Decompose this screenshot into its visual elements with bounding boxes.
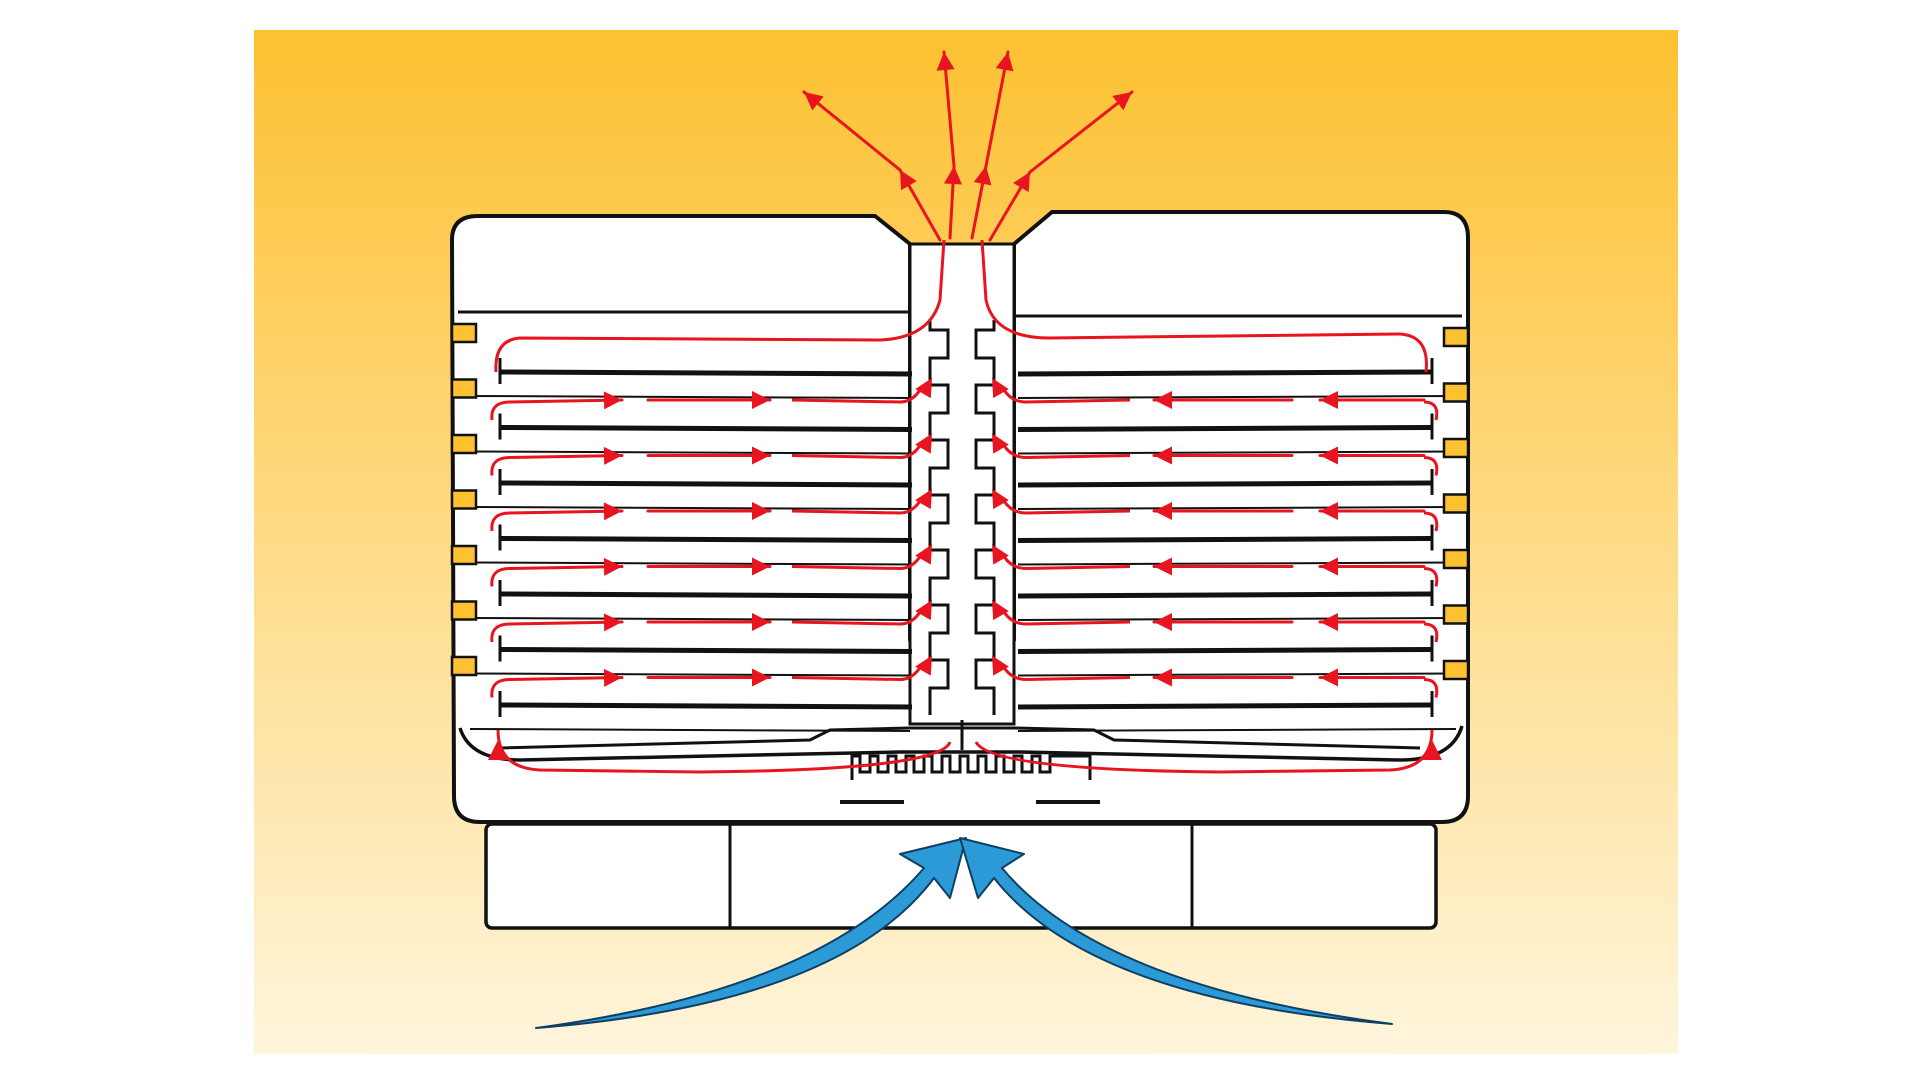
vent-slot-left	[450, 489, 478, 510]
red-airflow-arrow-icon	[752, 668, 770, 687]
red-airflow-arrow-icon	[900, 170, 917, 191]
airflow-line	[508, 454, 624, 459]
red-airflow-arrow-icon	[992, 600, 1009, 621]
red-airflow-arrow-icon	[992, 544, 1009, 565]
fin-right-7	[1017, 702, 1433, 710]
vent-slot-left	[450, 433, 478, 455]
vent-slot-right	[1442, 326, 1470, 348]
fin-left-1	[499, 369, 913, 377]
bottom-tray	[458, 725, 1464, 762]
red-airflow-arrow-icon	[915, 433, 932, 454]
red-airflow-arrow-icon	[752, 391, 770, 409]
red-airflow-arrow-icon	[915, 489, 932, 510]
vent-slot-left	[450, 655, 478, 677]
red-airflow-arrow-icon	[1320, 391, 1338, 409]
red-airflow-arrow-icon	[992, 433, 1009, 454]
red-airflow-arrow-icon	[1320, 613, 1338, 631]
red-airflow-arrow-icon	[752, 613, 770, 631]
red-airflow-arrow-icon	[936, 52, 955, 71]
red-airflow-arrow-icon	[1320, 668, 1338, 687]
vent-slot-right	[1442, 493, 1470, 514]
vent-slot-right	[1442, 437, 1470, 459]
right-fin-stack	[1017, 326, 1470, 732]
red-airflow-arrow-icon	[752, 502, 770, 520]
red-airflow-arrow-icon	[915, 655, 932, 676]
red-airflow-arrow-icon	[1154, 502, 1172, 520]
airflow-line	[802, 90, 902, 172]
red-airflow-arrow-icon	[1013, 172, 1030, 193]
red-airflow-arrow-icon	[603, 446, 622, 465]
vent-slot-right	[1442, 604, 1470, 625]
fin-right-3	[1017, 480, 1433, 488]
hot-airflow	[488, 50, 1442, 774]
burner-grate	[840, 754, 1100, 804]
cool-air-intake	[535, 837, 1393, 1029]
unit-base	[484, 822, 1438, 930]
blue-intake-arrow-icon	[535, 837, 967, 1029]
red-airflow-arrow-icon	[915, 378, 932, 399]
central-chimney	[908, 242, 1016, 726]
fin-left-7	[499, 702, 913, 710]
fin-left-3	[499, 480, 913, 488]
red-airflow-arrow-icon	[603, 391, 622, 410]
vent-slot-left	[450, 544, 478, 566]
red-airflow-arrow-icon	[915, 544, 932, 565]
airflow-line	[508, 620, 624, 626]
airflow-line	[984, 50, 1010, 168]
red-airflow-arrow-icon	[1154, 557, 1172, 576]
red-airflow-arrow-icon	[752, 446, 770, 465]
red-airflow-arrow-icon	[1320, 446, 1338, 465]
red-airflow-arrow-icon	[603, 668, 622, 687]
red-airflow-arrow-icon	[603, 502, 622, 521]
airflow-line	[508, 565, 624, 570]
red-airflow-arrow-icon	[752, 557, 770, 576]
fin-right-4	[1017, 536, 1433, 543]
fin-right-5	[1017, 591, 1433, 599]
fin-left-2	[499, 425, 913, 432]
airflow-line	[508, 509, 624, 515]
red-airflow-arrow-icon	[1320, 557, 1338, 576]
red-airflow-arrow-icon	[995, 52, 1014, 72]
red-airflow-arrow-icon	[1422, 740, 1442, 760]
vent-slot-right	[1442, 659, 1470, 681]
fin-right-2	[1017, 425, 1433, 432]
airflow-line	[1028, 90, 1134, 174]
blue-intake-arrow-icon	[959, 837, 1393, 1025]
vent-slot-right	[1442, 382, 1470, 403]
red-airflow-arrow-icon	[1154, 668, 1172, 687]
left-fin-stack	[450, 322, 913, 732]
red-airflow-arrow-icon	[488, 740, 508, 760]
airflow-line	[942, 50, 956, 168]
vent-slot-left	[450, 322, 478, 344]
red-airflow-arrow-icon	[973, 166, 992, 186]
airflow-line	[508, 676, 624, 681]
airflow-line	[508, 398, 624, 404]
red-airflow-arrow-icon	[992, 489, 1009, 510]
red-airflow-arrow-icon	[804, 92, 824, 111]
fin-left-5	[499, 591, 913, 599]
red-airflow-arrow-icon	[603, 557, 622, 576]
unit-body-outline	[450, 210, 1470, 824]
vent-slot-left	[450, 600, 478, 621]
fin-left-6	[499, 647, 913, 654]
red-airflow-arrow-icon	[1154, 613, 1172, 631]
red-airflow-arrow-icon	[944, 166, 962, 185]
vent-slot-left	[450, 378, 478, 399]
red-airflow-arrow-icon	[603, 613, 622, 632]
red-airflow-arrow-icon	[1320, 502, 1338, 520]
vent-slot-right	[1442, 548, 1470, 570]
red-airflow-arrow-icon	[915, 600, 932, 621]
red-airflow-arrow-icon	[1112, 92, 1132, 111]
red-airflow-arrow-icon	[1154, 391, 1172, 409]
fin-left-4	[499, 536, 913, 543]
red-airflow-arrow-icon	[992, 378, 1009, 399]
fin-right-6	[1017, 647, 1433, 654]
red-airflow-arrow-icon	[992, 655, 1009, 676]
fin-right-1	[1017, 369, 1433, 377]
red-airflow-arrow-icon	[1154, 446, 1172, 465]
